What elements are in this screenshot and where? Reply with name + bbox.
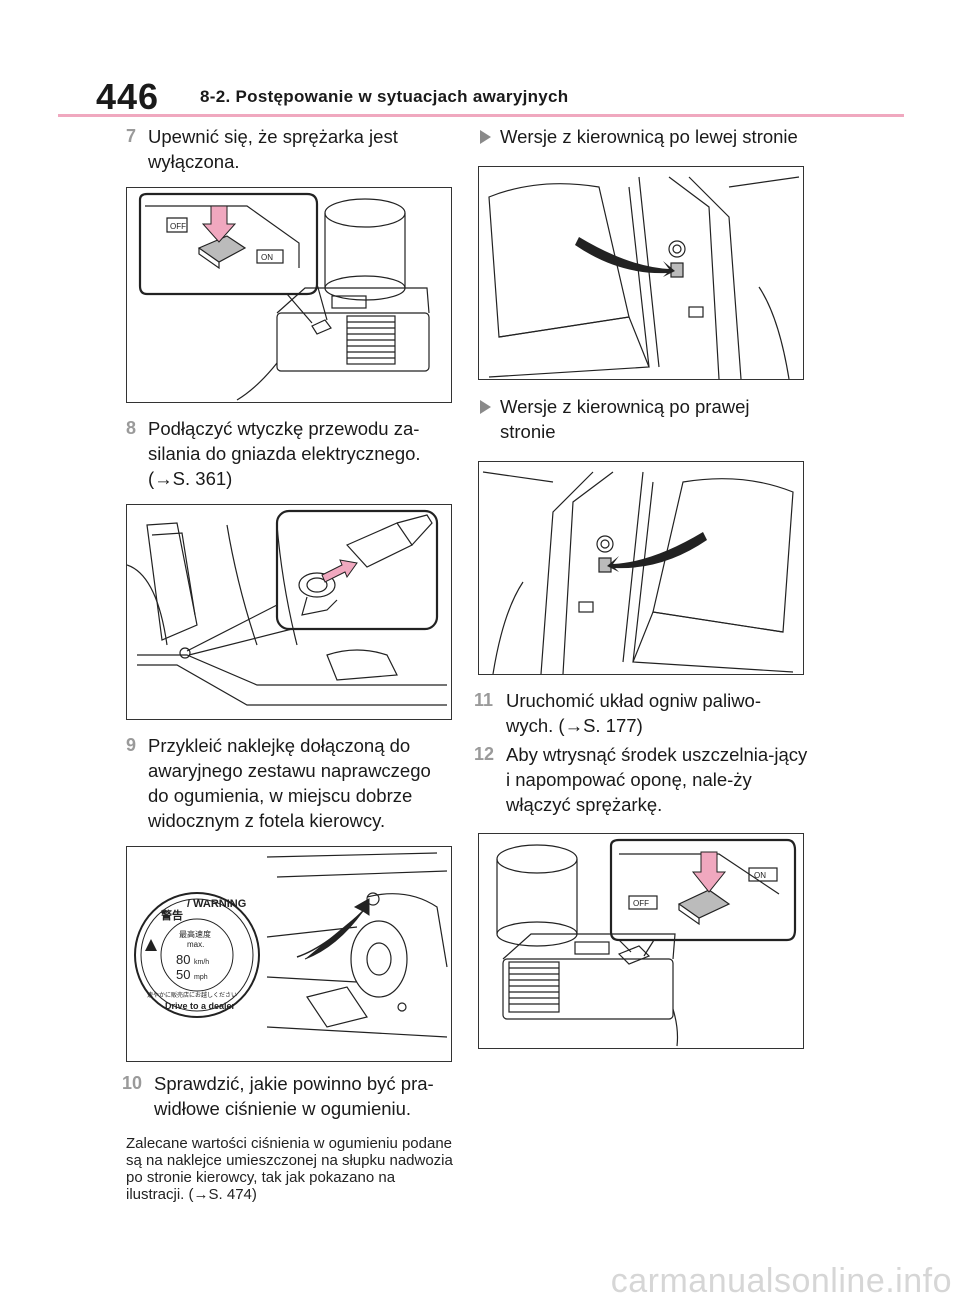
- step-8: 8 Podłączyć wtyczkę przewodu za-silania …: [126, 416, 456, 491]
- step-text: Przykleić naklejkę dołączoną do awaryjne…: [148, 735, 431, 831]
- watermark: carmanualsonline.info: [610, 1262, 952, 1300]
- figure-rhd-pillar: [478, 461, 804, 675]
- step-7: 7 Upewnić się, że sprężarka jest wyłączo…: [126, 124, 456, 174]
- warning-en: / WARNING: [187, 898, 246, 910]
- step-10: 10 Sprawdzić, jakie powinno być pra-widł…: [122, 1071, 456, 1121]
- kmh-unit: km/h: [194, 959, 209, 966]
- step-number: 9: [126, 735, 137, 755]
- step-text: Upewnić się, że sprężarka jest wyłączona…: [148, 126, 398, 172]
- figure-compressor-off: OFF ON: [126, 187, 452, 403]
- kmh-value: 80: [176, 952, 190, 967]
- step-number: 10: [122, 1073, 143, 1093]
- compressor-on-illustration: OFF ON: [496, 838, 797, 1047]
- step-text: Uruchomić układ ogniw paliwo-wych. (→S. …: [506, 690, 761, 736]
- triangle-bullet-icon: [480, 400, 491, 414]
- bullet-text: Wersje z kierownicą po prawej stronie: [500, 396, 750, 442]
- on-label: ON: [754, 871, 766, 880]
- step-number: 8: [126, 418, 137, 438]
- right-column: Wersje z kierownicą po lewej stronie Wer…: [474, 124, 808, 1049]
- step-text: Sprawdzić, jakie powinno być pra-widłowe…: [154, 1073, 434, 1119]
- bullet-text: Wersje z kierownicą po lewej stronie: [500, 126, 798, 147]
- sticker-illustration: 警告 / WARNING 最高速度 max. 80 km/h 50 mph Dr…: [134, 852, 448, 1038]
- step-11: 11 Uruchomić układ ogniw paliwo-wych. (→…: [474, 688, 808, 738]
- triangle-bullet-icon: [480, 130, 491, 144]
- warning-jp: 警告: [160, 908, 183, 922]
- figure-lhd-pillar: [478, 166, 804, 380]
- figure-compressor-on: OFF ON: [478, 833, 804, 1049]
- step-number: 7: [126, 126, 137, 146]
- left-column: 7 Upewnić się, że sprężarka jest wyłączo…: [122, 124, 456, 1203]
- on-label: ON: [261, 253, 273, 262]
- compressor-off-illustration: OFF ON: [138, 192, 430, 401]
- power-outlet-illustration: [127, 509, 447, 706]
- rhd-pillar-illustration: [482, 471, 794, 674]
- mph-unit: mph: [194, 974, 208, 981]
- step-12: 12 Aby wtrysnąć środek uszczelnia-jący i…: [474, 742, 808, 817]
- section-title: 8-2. Postępowanie w sytuacjach awaryjnyc…: [200, 87, 569, 106]
- step-text: Aby wtrysnąć środek uszczelnia-jący i na…: [506, 744, 808, 815]
- header-rule: [58, 114, 904, 117]
- off-label: OFF: [170, 222, 186, 231]
- figure-sticker: 警告 / WARNING 最高速度 max. 80 km/h 50 mph Dr…: [126, 846, 452, 1062]
- figure-power-outlet: [126, 504, 452, 720]
- page-number: 446: [96, 76, 160, 117]
- max-label: max.: [187, 940, 204, 949]
- rhd-heading: Wersje z kierownicą po prawej stronie: [478, 394, 808, 444]
- speed-jp: 最高速度: [179, 929, 211, 939]
- warning-sticker: 警告 / WARNING 最高速度 max. 80 km/h 50 mph Dr…: [134, 892, 260, 1018]
- step-number: 12: [474, 744, 495, 764]
- off-label: OFF: [633, 899, 649, 908]
- mph-value: 50: [176, 967, 190, 982]
- drive-to-dealer: Drive to a dealer: [165, 1001, 236, 1011]
- lhd-heading: Wersje z kierownicą po lewej stronie: [478, 124, 808, 149]
- jp-arc-text: 速やかに販売店にお越しください: [147, 991, 237, 999]
- page-header: 446 8-2. Postępowanie w sytuacjach awary…: [96, 70, 904, 117]
- step-text: Podłączyć wtyczkę przewodu za-silania do…: [148, 418, 421, 489]
- lhd-pillar-illustration: [488, 176, 800, 379]
- step-10-note: Zalecane wartości ciśnienia w ogumieniu …: [126, 1135, 453, 1203]
- step-number: 11: [474, 690, 494, 710]
- step-9: 9 Przykleić naklejkę dołączoną do awaryj…: [126, 733, 456, 833]
